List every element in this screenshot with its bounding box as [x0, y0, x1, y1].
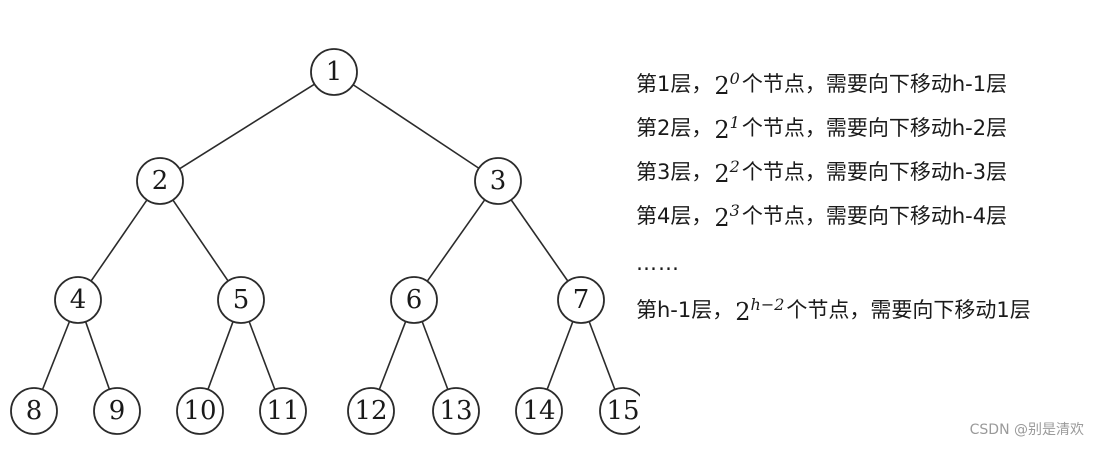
tree-node-circle — [474, 157, 522, 205]
tree-node-1: 1 — [310, 48, 358, 96]
note-level-4-exponent: 3 — [729, 200, 740, 220]
tree-node-2: 2 — [136, 157, 184, 205]
note-level-1-base: 2 — [714, 71, 730, 100]
tree-node-label: 6 — [406, 285, 423, 315]
tree-node-label: 10 — [183, 396, 216, 426]
note-level-h-minus-1-base: 2 — [735, 297, 751, 326]
tree-node-label: 9 — [109, 396, 126, 426]
tree-node-label: 11 — [266, 396, 299, 426]
tree-edge-7-14 — [546, 321, 574, 390]
tree-node-7: 7 — [557, 276, 605, 324]
tree-node-label: 13 — [439, 396, 472, 426]
note-level-3-prefix: 第3层， — [636, 159, 713, 184]
tree-node-circle — [259, 387, 307, 435]
tree-edge-2-4 — [90, 199, 148, 282]
note-level-1: 第1层， 20 个节点，需要向下移动h-1层 — [636, 62, 1031, 106]
tree-node-circle — [136, 157, 184, 205]
tree-edge-3-6 — [426, 199, 486, 282]
note-level-1-suffix: 个节点，需要向下移动h-1层 — [741, 71, 1008, 96]
tree-node-12: 12 — [347, 387, 395, 435]
note-level-h-minus-1-prefix: 第h-1层， — [636, 297, 734, 322]
tree-edge-2-5 — [172, 199, 229, 282]
tree-edge-6-13 — [421, 321, 449, 390]
note-level-h-minus-1-suffix: 个节点，需要向下移动1层 — [786, 297, 1031, 322]
tree-node-15: 15 — [599, 387, 640, 435]
note-level-3-suffix: 个节点，需要向下移动h-3层 — [741, 159, 1008, 184]
tree-node-circle — [390, 276, 438, 324]
note-level-3-exponent: 2 — [729, 156, 740, 176]
tree-edge-6-12 — [378, 321, 407, 390]
tree-node-5: 5 — [217, 276, 265, 324]
note-level-4: 第4层， 23 个节点，需要向下移动h-4层 — [636, 194, 1031, 238]
tree-node-circle — [599, 387, 640, 435]
note-level-1-power: 20 — [714, 68, 740, 100]
note-level-2-power: 21 — [714, 112, 740, 144]
tree-edge-5-11 — [248, 321, 276, 390]
tree-node-circle — [217, 276, 265, 324]
tree-node-circle — [432, 387, 480, 435]
tree-node-label: 5 — [233, 285, 250, 315]
tree-node-3: 3 — [474, 157, 522, 205]
note-level-h-minus-1-power: 2h−2 — [735, 294, 785, 326]
note-level-2-suffix: 个节点，需要向下移动h-2层 — [741, 115, 1008, 140]
tree-node-label: 1 — [326, 57, 343, 87]
tree-node-label: 4 — [70, 285, 87, 315]
tree-node-label: 2 — [152, 166, 169, 196]
tree-node-label: 12 — [354, 396, 387, 426]
note-level-4-prefix: 第4层， — [636, 203, 713, 228]
tree-node-10: 10 — [176, 387, 224, 435]
tree-node-label: 7 — [573, 285, 590, 315]
watermark: CSDN @别是清欢 — [969, 422, 1084, 438]
tree-node-label: 14 — [522, 396, 555, 426]
tree-node-circle — [54, 276, 102, 324]
note-level-2-exponent: 1 — [729, 112, 740, 132]
tree-edge-3-7 — [510, 199, 569, 282]
note-ellipsis-text: …… — [636, 250, 680, 275]
tree-edge-1-3 — [352, 84, 480, 169]
tree-node-circle — [310, 48, 358, 96]
note-level-4-base: 2 — [714, 203, 730, 232]
tree-edge-1-2 — [179, 83, 315, 170]
note-level-2-base: 2 — [714, 115, 730, 144]
note-level-1-exponent: 0 — [729, 68, 740, 88]
note-level-4-power: 23 — [714, 200, 740, 232]
tree-node-circle — [557, 276, 605, 324]
tree-node-6: 6 — [390, 276, 438, 324]
note-level-3-power: 22 — [714, 156, 740, 188]
tree-node-label: 3 — [490, 166, 507, 196]
tree-node-circle — [93, 387, 141, 435]
tree-node-circle — [515, 387, 563, 435]
tree-node-9: 9 — [93, 387, 141, 435]
tree-edges — [41, 83, 616, 390]
tree-node-13: 13 — [432, 387, 480, 435]
tree-node-circle — [347, 387, 395, 435]
tree-node-8: 8 — [10, 387, 58, 435]
note-level-2: 第2层， 21 个节点，需要向下移动h-2层 — [636, 106, 1031, 150]
tree-node-4: 4 — [54, 276, 102, 324]
tree-node-circle — [10, 387, 58, 435]
tree-edge-4-9 — [84, 321, 111, 390]
note-ellipsis: …… — [636, 238, 1031, 288]
tree-node-11: 11 — [259, 387, 307, 435]
tree-node-circle — [176, 387, 224, 435]
note-level-3: 第3层， 22 个节点，需要向下移动h-3层 — [636, 150, 1031, 194]
level-notes: 第1层， 20 个节点，需要向下移动h-1层 第2层， 21 个节点，需要向下移… — [636, 62, 1031, 332]
tree-node-label: 8 — [26, 396, 43, 426]
tree-node-14: 14 — [515, 387, 563, 435]
note-level-4-suffix: 个节点，需要向下移动h-4层 — [741, 203, 1008, 228]
note-level-h-minus-1-exponent: h−2 — [750, 294, 785, 314]
note-level-2-prefix: 第2层， — [636, 115, 713, 140]
note-level-h-minus-1: 第h-1层， 2h−2 个节点，需要向下移动1层 — [636, 288, 1031, 332]
tree-edge-4-8 — [41, 321, 71, 390]
note-level-1-prefix: 第1层， — [636, 71, 713, 96]
tree-node-label: 15 — [606, 396, 639, 426]
tree-edge-5-10 — [207, 321, 234, 390]
tree-edge-7-15 — [588, 321, 616, 390]
note-level-3-base: 2 — [714, 159, 730, 188]
